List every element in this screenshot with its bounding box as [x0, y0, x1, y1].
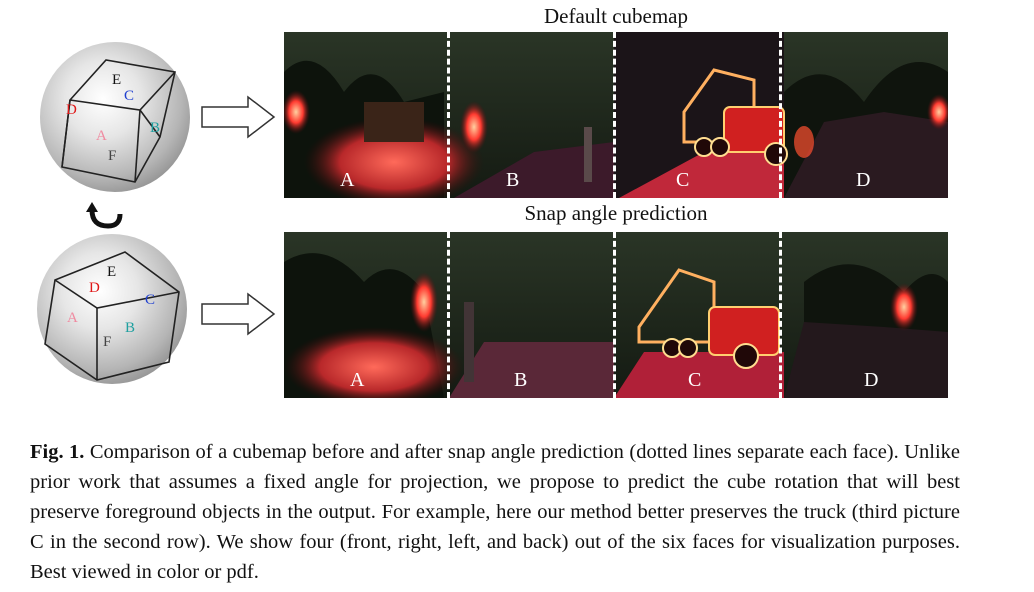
snap-cube-label-b: B	[125, 320, 135, 336]
snap-angle-prediction-title: Snap angle prediction	[524, 201, 708, 225]
default-cube-label-f: F	[108, 148, 116, 164]
default-face-label-d: D	[856, 169, 871, 191]
default-cube-label-b: B	[150, 120, 160, 136]
snap-face-label-d: D	[864, 369, 879, 391]
snap-cube-label-a: A	[67, 310, 78, 326]
default-cube-label-e: E	[112, 72, 121, 88]
snap-cube-label-d: D	[89, 280, 100, 296]
default-cube-label-a: A	[96, 128, 107, 144]
snap-cube-label-f: F	[103, 334, 111, 350]
snap-angle-cube-sphere: E D C B A F	[37, 234, 187, 384]
default-face-label-b: B	[506, 169, 520, 191]
default-cubemap-title: Default cubemap	[543, 4, 689, 28]
caption-text: Comparison of a cubemap before and after…	[30, 441, 960, 583]
snap-cube-label-c: C	[145, 292, 155, 308]
snap-face-label-a: A	[350, 369, 365, 391]
default-cubemap-image	[284, 32, 948, 198]
snap-angle-cube-wireframe: E D C B A F	[44, 251, 180, 381]
snap-angle-panorama: A B C D	[284, 232, 948, 398]
default-cube-label-d: D	[66, 102, 77, 118]
figure-caption: Fig. 1. Comparison of a cubemap before a…	[30, 437, 960, 587]
default-cubemap-panorama: A B C D	[284, 32, 948, 198]
default-cube-wireframe: E C D B A F	[61, 59, 176, 183]
default-cube-sphere: E C D B A F	[40, 42, 190, 192]
snap-angle-image	[284, 232, 948, 398]
right-arrow-icon	[201, 95, 276, 139]
default-face-label-c: C	[676, 169, 690, 191]
right-arrow-icon	[201, 292, 276, 336]
default-cube-label-c: C	[124, 88, 134, 104]
snap-face-label-c: C	[688, 369, 702, 391]
default-face-label-a: A	[340, 169, 355, 191]
snap-cube-label-e: E	[107, 264, 116, 280]
rotate-arrow-icon	[86, 202, 123, 229]
snap-face-label-b: B	[514, 369, 528, 391]
figure-label: Fig. 1.	[30, 441, 85, 463]
